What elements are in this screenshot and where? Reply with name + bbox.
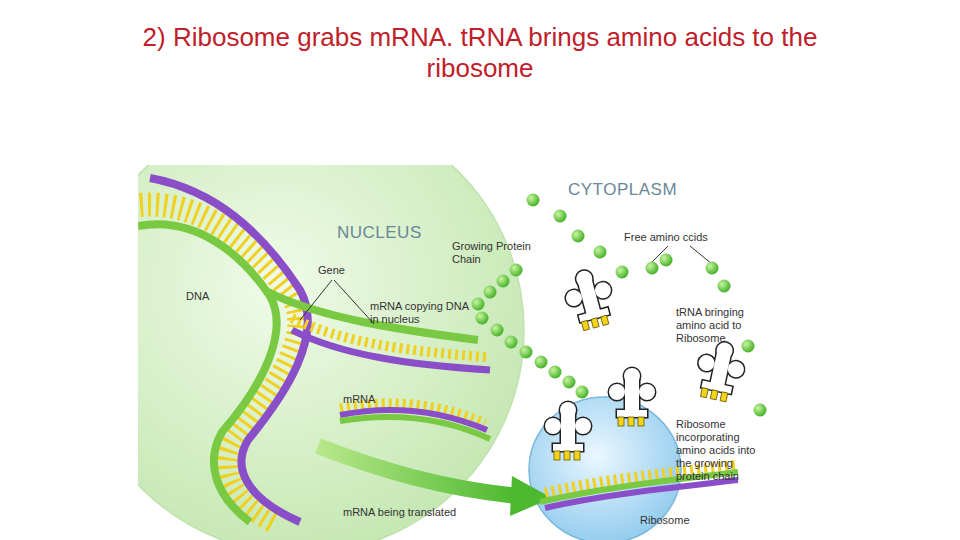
amino-acid-dot — [549, 366, 562, 379]
illustration-frame: NUCLEUS Ribosome — [138, 165, 800, 540]
amino-acid-dot — [535, 356, 548, 369]
amino-acid-dot — [563, 376, 576, 389]
amino-acid-dot — [742, 340, 755, 353]
amino-acid-dot — [472, 298, 485, 311]
label-layer: CYTOPLASM Free amino ccidsGrowing Protein… — [138, 165, 800, 540]
annotation-label: Ribosome incorporating amino acids into … — [676, 418, 762, 483]
leader-line — [300, 280, 332, 320]
amino-acid-dot — [520, 346, 533, 359]
amino-acid-dot — [476, 312, 489, 325]
amino-acid-dot — [594, 246, 607, 259]
region-label: CYTOPLASM — [568, 180, 748, 200]
annotation-label: Growing Protein Chain — [452, 240, 538, 266]
annotation-label: mRNA — [343, 393, 403, 406]
node-label: Ribosome — [640, 514, 690, 526]
amino-acid-dot — [572, 230, 585, 243]
amino-acid-dot — [484, 286, 497, 299]
amino-acid-dot — [660, 254, 673, 267]
annotation-label: DNA — [186, 290, 246, 303]
amino-acid-dot — [754, 404, 767, 417]
trna-symbol — [560, 265, 619, 333]
trna-symbol — [545, 402, 591, 460]
transport-arrow-shaft — [318, 446, 518, 496]
nucleus-fill — [138, 165, 524, 540]
annotation-label: mRNA copying DNA in nucleus — [370, 300, 470, 326]
trna-symbol — [609, 368, 655, 426]
trna-symbol — [692, 338, 749, 404]
amino-acid-dot — [718, 280, 731, 293]
mrna-strand-lower-green — [340, 417, 490, 439]
annotation-label: Gene — [318, 264, 378, 277]
amino-acid-dot — [554, 210, 567, 223]
amino-acid-dot — [491, 324, 504, 337]
leader-line — [334, 280, 374, 324]
dna-strand-green — [138, 224, 277, 522]
cell-illustration — [138, 165, 800, 540]
illustration-wrap: NUCLEUS Ribosome — [138, 165, 800, 540]
amino-acid-dot — [497, 275, 510, 288]
leader-line — [690, 246, 712, 264]
annotation-label: mRNA being translated — [343, 506, 493, 519]
mrna-strand-copying — [292, 330, 490, 370]
amino-acid-dot — [616, 266, 629, 279]
amino-acid-dot — [510, 264, 523, 277]
annotation-label: Free amino ccids — [624, 231, 744, 244]
amino-acid-dot — [576, 386, 589, 399]
amino-acid-dot — [646, 262, 659, 275]
amino-acid-dot — [527, 194, 540, 207]
amino-acid-dot — [505, 336, 518, 349]
node-label: NUCLEUS — [337, 223, 422, 243]
diagram-title: 2) Ribosome grabs mRNA. tRNA brings amin… — [120, 22, 840, 84]
annotation-label: tRNA bringing amino acid to Ribosome — [676, 306, 756, 345]
mrna-strand-translated-purple — [545, 480, 738, 508]
amino-acid-dot — [706, 262, 719, 275]
